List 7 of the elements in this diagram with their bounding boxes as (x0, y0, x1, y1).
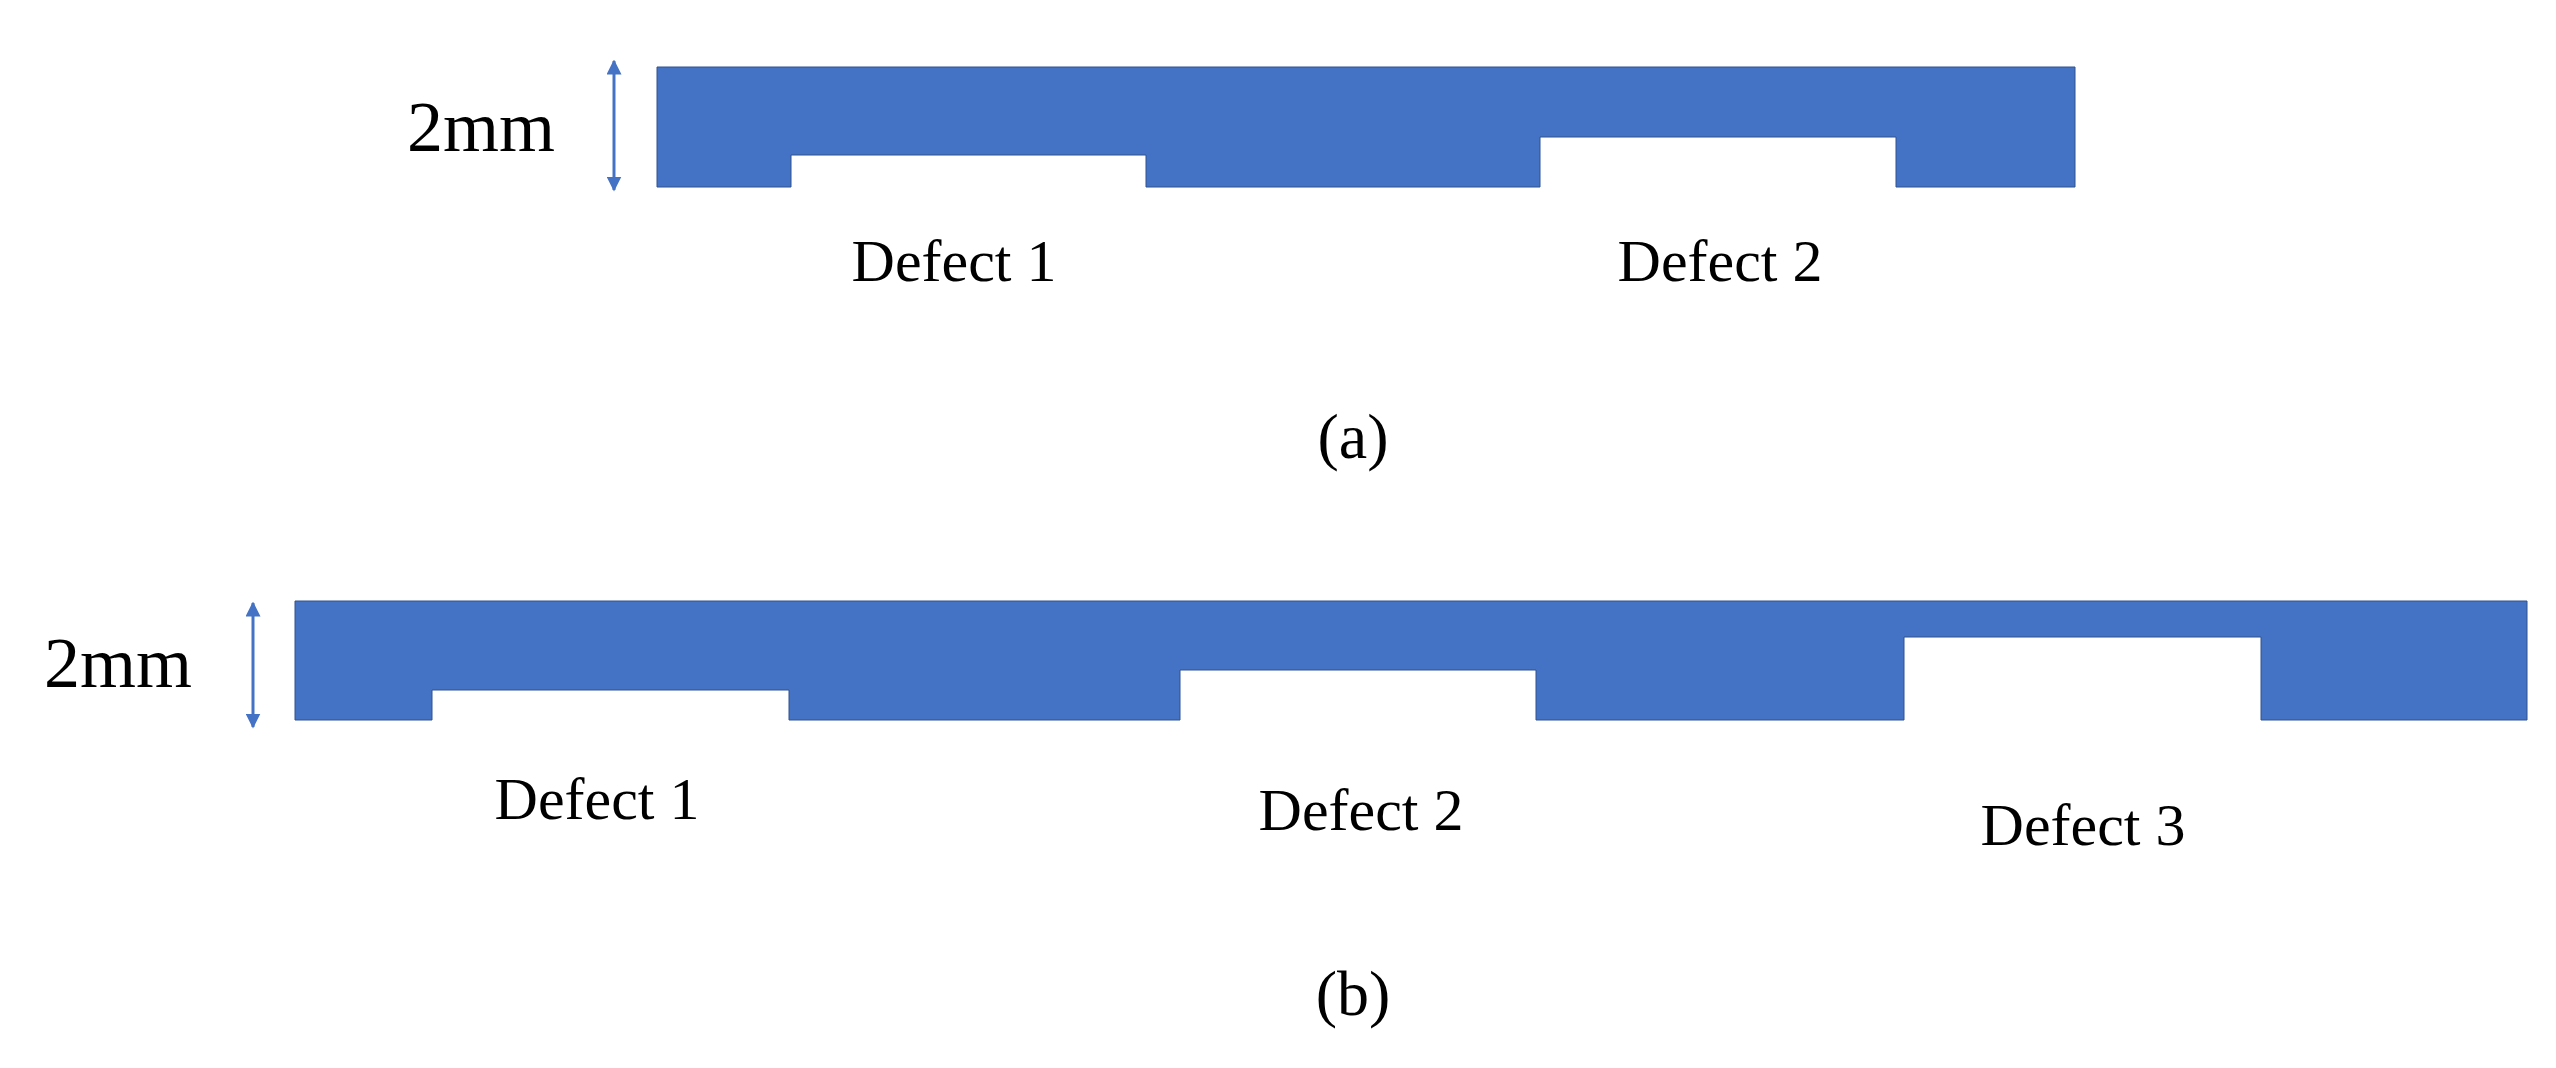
dimension-label: 2mm (407, 91, 555, 163)
dimension-label: 2mm (44, 627, 192, 699)
defect-label: Defect 1 (851, 231, 1057, 291)
defect-label: Defect 2 (1258, 780, 1464, 840)
defect-label: Defect 2 (1617, 231, 1823, 291)
defect-label: Defect 3 (1980, 795, 2186, 855)
defect-label: Defect 1 (494, 769, 700, 829)
